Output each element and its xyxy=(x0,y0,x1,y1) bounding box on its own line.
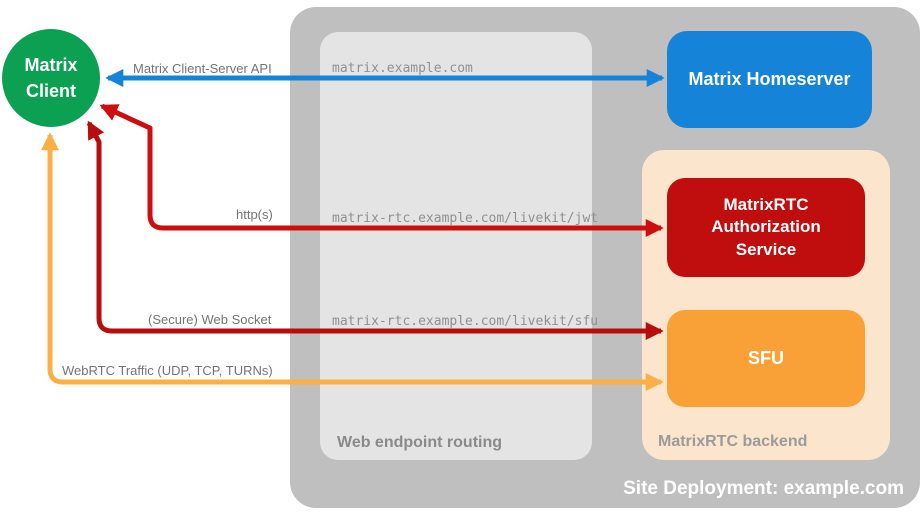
matrix-client-node: Matrix Client xyxy=(2,29,100,127)
websocket-arrow-label: (Secure) Web Socket xyxy=(148,312,272,327)
web-endpoint-routing-box: Web endpoint routing xyxy=(320,32,592,460)
endpoint-livekit-jwt: matrix-rtc.example.com/livekit/jwt xyxy=(332,211,599,226)
endpoint-matrix-example-com: matrix.example.com xyxy=(332,61,473,76)
matrix-homeserver-node: Matrix Homeserver xyxy=(667,31,872,128)
matrixrtc-authorization-service-label: MatrixRTC Authorization Service xyxy=(711,195,821,259)
matrix-homeserver-label: Matrix Homeserver xyxy=(688,69,851,89)
sfu-node: SFU xyxy=(667,310,865,407)
matrix-client-label-line2: Client xyxy=(25,81,76,101)
site-deployment-label: Site Deployment: example.com xyxy=(623,478,904,499)
client-server-api-arrow-label: Matrix Client-Server API xyxy=(133,61,272,76)
matrixrtc-authorization-service-node: MatrixRTC Authorization Service xyxy=(667,178,865,277)
web-endpoint-routing-label: Web endpoint routing xyxy=(337,434,503,451)
matrixrtc-backend-label: MatrixRTC backend xyxy=(658,433,808,450)
endpoint-livekit-sfu: matrix-rtc.example.com/livekit/sfu xyxy=(332,314,599,329)
webrtc-traffic-arrow-label: WebRTC Traffic (UDP, TCP, TURNs) xyxy=(62,363,273,378)
matrix-client-label-line1: Matrix xyxy=(24,55,78,75)
sfu-label: SFU xyxy=(748,348,784,368)
http-arrow-label: http(s) xyxy=(236,207,273,222)
